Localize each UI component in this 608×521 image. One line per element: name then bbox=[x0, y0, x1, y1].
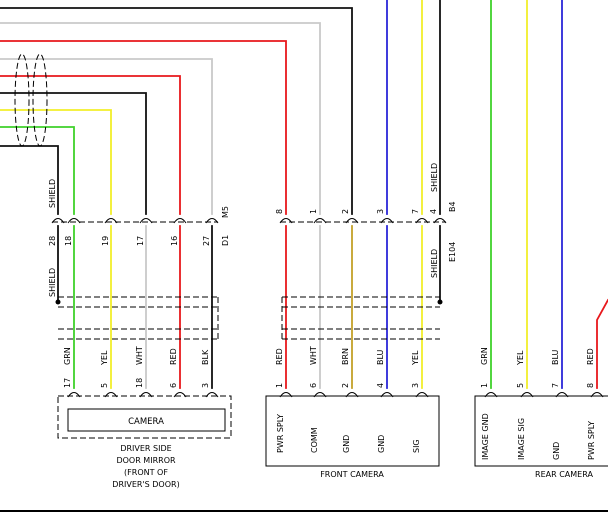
rear-camera-label: REAR CAMERA bbox=[535, 470, 593, 479]
front-pin-function-label: COMM bbox=[310, 427, 319, 453]
rear-camera-box bbox=[474, 395, 608, 467]
mirror-lower-pin-label: 6 bbox=[169, 383, 178, 388]
mirror-upper-pins bbox=[51, 218, 219, 224]
rear-pin-function-label: PWR SPLY bbox=[587, 421, 596, 460]
front-pin-function-label: SIG bbox=[412, 439, 421, 453]
front-upper-pin-label: 1 bbox=[309, 209, 318, 214]
front-pin-function-label: GND bbox=[377, 435, 386, 453]
rear-wire-color-label: RED bbox=[586, 348, 595, 365]
front-shield-side: SHIELD bbox=[430, 249, 439, 278]
front-upper-pin-arc bbox=[313, 218, 327, 224]
rear-lower-pin-label: 8 bbox=[586, 383, 595, 388]
wire-mirror-red bbox=[0, 75, 181, 215]
mirror-upper-pin-label: 27 bbox=[202, 236, 211, 246]
mirror-upper-pin-label: 18 bbox=[64, 236, 73, 246]
mirror-shield-side: SHIELD bbox=[48, 268, 57, 297]
rear-wire-color-label: BLU bbox=[551, 349, 560, 365]
mirror-upper-pin-label: 17 bbox=[136, 236, 145, 246]
mirror-wire-color-label: BLK bbox=[201, 349, 210, 365]
mirror-upper-pin-arc bbox=[67, 218, 81, 224]
front-wire-color-label: WHT bbox=[309, 346, 318, 365]
front-connector-e104: E104 bbox=[448, 242, 457, 262]
mirror-camera-label: CAMERA bbox=[128, 417, 164, 427]
wire-rear-red bbox=[596, 298, 608, 389]
mirror-connector-d1: D1 bbox=[221, 235, 230, 246]
front-lower-pin-label: 6 bbox=[309, 383, 318, 388]
wire-top-black bbox=[0, 7, 353, 215]
mirror-upper-pin-label: 28 bbox=[48, 236, 57, 246]
front-wire-color-label: BLU bbox=[376, 349, 385, 365]
mirror-lower-pin-label: 5 bbox=[100, 383, 109, 388]
mirror-shield-top: SHIELD bbox=[48, 179, 57, 208]
mirror-caption-3: (FRONT OF bbox=[124, 468, 168, 477]
mirror-lower-pin-label: 17 bbox=[63, 378, 72, 388]
mirror-connector-m5: M5 bbox=[221, 206, 230, 218]
front-shield-top: SHIELD bbox=[430, 163, 439, 192]
rear-wire-color-label: YEL bbox=[516, 350, 525, 366]
wire-top-white bbox=[0, 22, 321, 215]
mirror-shield-dot bbox=[55, 299, 61, 305]
front-upper-pins bbox=[279, 218, 447, 224]
front-shield-box bbox=[281, 296, 440, 340]
mirror-wire-color-label: WHT bbox=[135, 346, 144, 365]
front-lower-pin-label: 1 bbox=[275, 383, 284, 388]
rear-lower-pin-label: 5 bbox=[516, 383, 525, 388]
wire-mirror-yellow bbox=[0, 109, 112, 215]
rear-wire-color-label: GRN bbox=[480, 347, 489, 365]
front-wire-color-label: BRN bbox=[341, 348, 350, 365]
front-upper-pin-label: 8 bbox=[275, 209, 284, 214]
front-lower-pin-label: 3 bbox=[411, 383, 420, 388]
front-lower-pin-label: 4 bbox=[376, 383, 385, 388]
rear-pin-function-label: IMAGE GND bbox=[481, 413, 490, 460]
wire-top-red bbox=[0, 40, 287, 215]
mirror-upper-pin-label: 16 bbox=[170, 236, 179, 246]
mirror-wire-color-label: RED bbox=[169, 348, 178, 365]
wire-mirror-shield bbox=[0, 145, 59, 215]
front-upper-pin-label: 4 bbox=[429, 209, 438, 214]
mirror-caption-4: DRIVER'S DOOR) bbox=[112, 480, 179, 489]
front-connector-b4: B4 bbox=[448, 201, 457, 212]
front-wire-color-label: RED bbox=[275, 348, 284, 365]
mirror-shield-box bbox=[58, 296, 219, 340]
front-pin-function-label: PWR SPLY bbox=[276, 414, 285, 453]
mirror-lower-pin-label: 18 bbox=[135, 378, 144, 388]
mirror-wire-color-label: GRN bbox=[63, 347, 72, 365]
mirror-caption-2: DOOR MIRROR bbox=[116, 456, 176, 465]
rear-pin-function-label: GND bbox=[552, 442, 561, 460]
shield-oval-1 bbox=[14, 53, 30, 147]
mirror-camera-outer bbox=[57, 395, 232, 439]
front-shield-dot bbox=[437, 299, 443, 305]
mirror-upper-pin-arc bbox=[173, 218, 187, 224]
front-lower-pin-label: 2 bbox=[341, 383, 350, 388]
wire-mirror-green bbox=[0, 126, 75, 215]
shield-oval-2 bbox=[32, 53, 48, 147]
front-pin-function-label: GND bbox=[342, 435, 351, 453]
mirror-lower-pin-label: 3 bbox=[201, 383, 210, 388]
mirror-camera-inner bbox=[67, 408, 226, 432]
rear-lower-pin-label: 7 bbox=[551, 383, 560, 388]
mirror-upper-pin-label: 19 bbox=[101, 236, 110, 246]
mirror-upper-pin-arc bbox=[139, 218, 153, 224]
rear-pin-function-label: IMAGE SIG bbox=[517, 418, 526, 460]
front-camera-label: FRONT CAMERA bbox=[320, 470, 384, 479]
front-camera-box bbox=[265, 395, 440, 467]
mirror-wire-color-label: YEL bbox=[100, 350, 109, 366]
front-wire-color-label: YEL bbox=[411, 350, 420, 366]
front-upper-pin-label: 3 bbox=[376, 209, 385, 214]
wire-mirror-gray bbox=[0, 58, 213, 215]
rear-lower-pin-label: 1 bbox=[480, 383, 489, 388]
mirror-caption-1: DRIVER SIDE bbox=[120, 444, 171, 453]
front-upper-pin-label: 2 bbox=[341, 209, 350, 214]
front-upper-pin-label: 7 bbox=[411, 209, 420, 214]
wire-mirror-black bbox=[0, 92, 147, 215]
